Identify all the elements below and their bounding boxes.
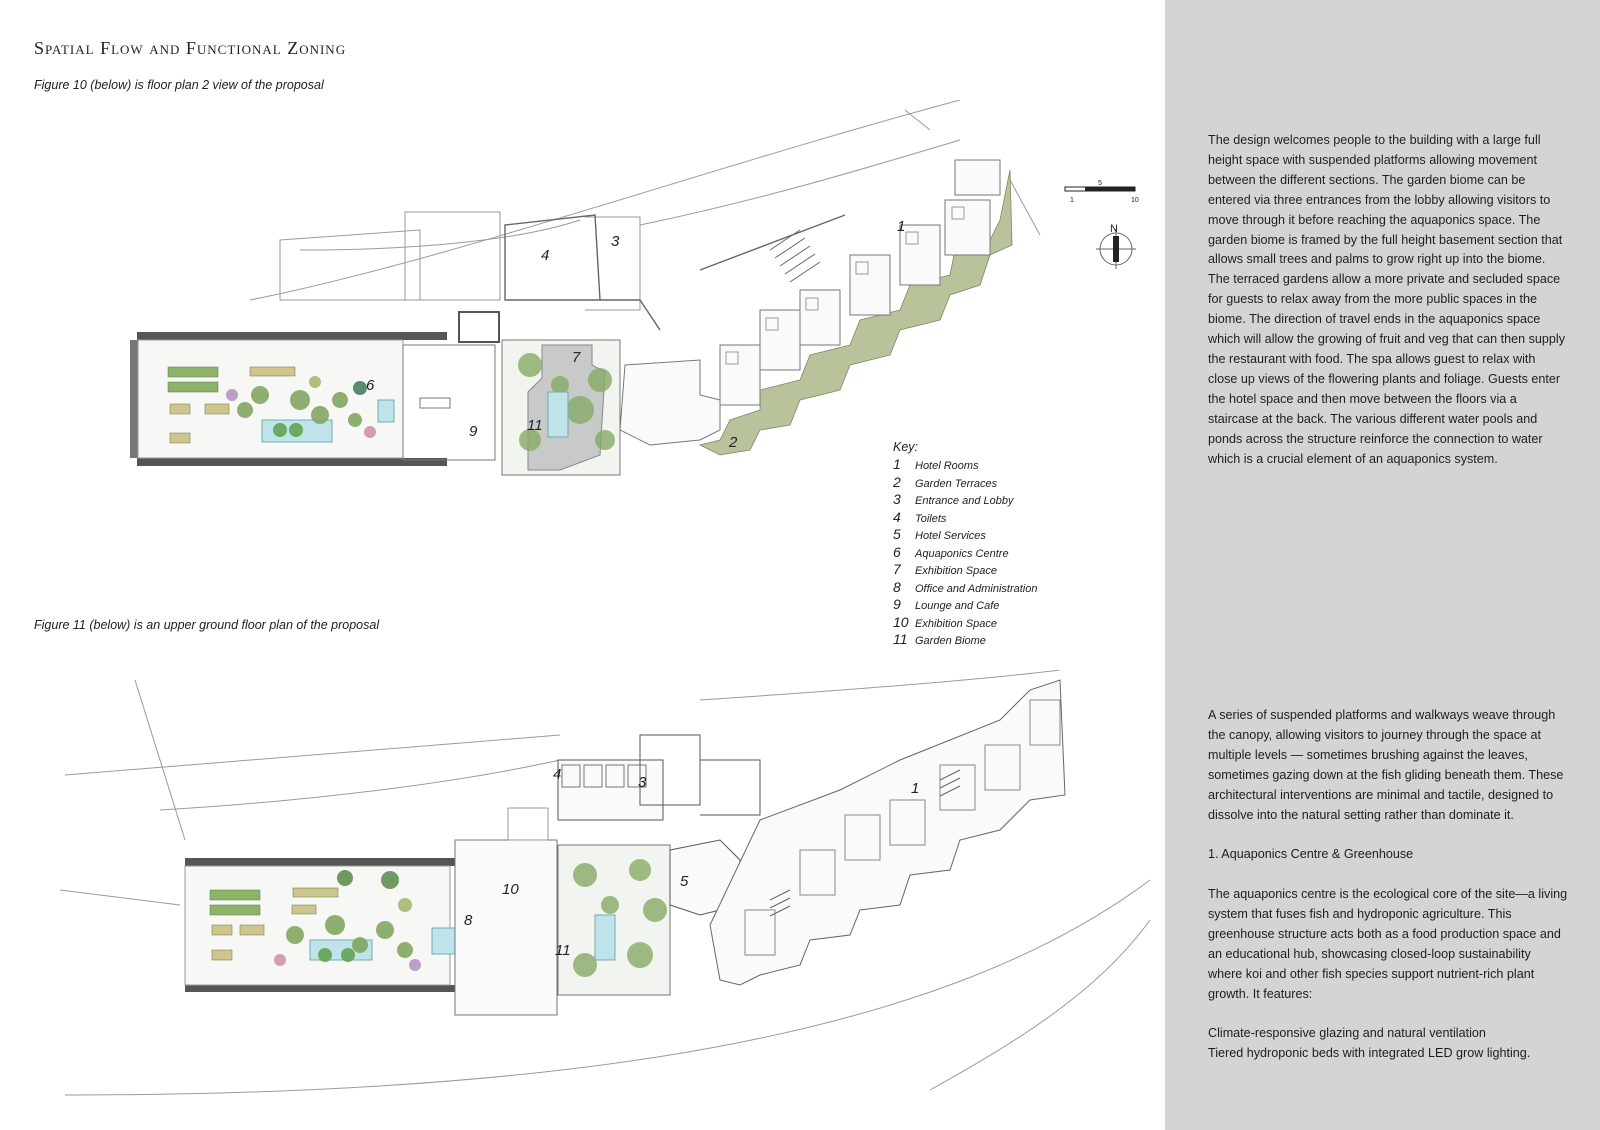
- scale-label-10: 10: [1131, 197, 1139, 204]
- key-item: 9 Lounge and Cafe: [893, 596, 1113, 614]
- zone-label-10-lower: 10: [502, 881, 519, 898]
- key-item: 7 Exhibition Space: [893, 561, 1113, 579]
- figure10-caption: Figure 10 (below) is floor plan 2 view o…: [34, 78, 324, 92]
- key-number: 10: [893, 613, 909, 630]
- scale-label-1: 1: [1070, 197, 1074, 204]
- key-number: 3: [893, 491, 901, 507]
- platforms-paragraph: A series of suspended platforms and walk…: [1208, 708, 1564, 822]
- zone-label-3-lower: 3: [638, 774, 647, 791]
- north-arrow-icon: N: [1096, 223, 1136, 269]
- key-item: 5 Hotel Services: [893, 526, 1113, 544]
- key-label: Entrance and Lobby: [915, 495, 1014, 507]
- key-item: 11 Garden Biome: [893, 631, 1113, 649]
- key-item: 2 Garden Terraces: [893, 474, 1113, 492]
- zone-label-1-lower: 1: [911, 780, 919, 797]
- key-label: Aquaponics Centre: [915, 547, 1009, 560]
- scale-bar: 1 5 10: [1064, 180, 1139, 204]
- key-label: Toilets: [915, 512, 947, 525]
- zone-label-7: 7: [572, 349, 581, 366]
- feature-item: Tiered hydroponic beds with integrated L…: [1208, 1046, 1531, 1061]
- wall-north: [137, 332, 447, 340]
- feature-item: Climate-responsive glazing and natural v…: [1208, 1026, 1486, 1041]
- sidebar-text-top: The design welcomes people to the buildi…: [1208, 131, 1568, 469]
- planting-cluster: [226, 376, 376, 438]
- key-item: 3 Entrance and Lobby: [893, 491, 1113, 509]
- zone-label-5-lower: 5: [680, 873, 689, 890]
- intro-paragraph: The design welcomes people to the buildi…: [1208, 133, 1566, 466]
- upper-ground-floor-plan: 1 3 4 5 8 10 11: [59, 670, 1151, 1096]
- key-title: Key:: [893, 440, 919, 454]
- aquaponics-paragraph: The aquaponics centre is the ecological …: [1208, 887, 1568, 1001]
- zone-label-3: 3: [611, 233, 620, 250]
- key-item: 10 Exhibition Space: [893, 614, 1113, 632]
- key-label: Lounge and Cafe: [915, 600, 1000, 612]
- figure11-caption: Figure 11 (below) is an upper ground flo…: [34, 618, 380, 632]
- wall-south: [137, 458, 447, 466]
- garden-terraces: [698, 169, 1013, 456]
- key-label: Garden Terraces: [915, 477, 998, 490]
- zone-label-4: 4: [541, 247, 549, 264]
- key-label: Exhibition Space: [915, 565, 997, 577]
- key-number: 4: [893, 508, 901, 525]
- key-number: 11: [893, 631, 908, 647]
- key-label: Exhibition Space: [915, 617, 997, 630]
- zone-label-9: 9: [469, 423, 478, 440]
- key-item: 8 Office and Administration: [893, 579, 1113, 597]
- zone-label-11-lower: 11: [555, 942, 571, 959]
- scale-label-5: 5: [1098, 180, 1102, 187]
- key-label: Office and Administration: [915, 582, 1038, 595]
- key-number: 1: [893, 456, 901, 472]
- floor-plan-2: 1 5 10 N 1 2 3 4 6 7 9 11: [130, 100, 1139, 476]
- page-title: Spatial Flow and Functional Zoning: [34, 38, 347, 58]
- key-number: 7: [893, 561, 901, 577]
- section-heading: 1. Aquaponics Centre & Greenhouse: [1208, 847, 1414, 862]
- key-number: 2: [893, 473, 901, 490]
- key-item: 6 Aquaponics Centre: [893, 544, 1113, 562]
- plan-key: Key: 1 Hotel Rooms 2 Garden Terraces 3 Entr…: [893, 440, 1113, 649]
- key-number: 9: [893, 596, 901, 612]
- zone-label-4-lower: 4: [553, 766, 561, 783]
- key-label: Hotel Services: [915, 530, 986, 542]
- sidebar-text-bottom: A series of suspended platforms and walk…: [1208, 706, 1568, 1064]
- zone-label-8-lower: 8: [464, 912, 473, 929]
- key-number: 6: [893, 543, 901, 560]
- zone-label-2: 2: [728, 434, 738, 451]
- key-number: 5: [893, 526, 901, 542]
- key-label: Garden Biome: [915, 635, 986, 647]
- key-number: 8: [893, 578, 901, 595]
- key-label: Hotel Rooms: [915, 460, 979, 472]
- key-item: 4 Toilets: [893, 509, 1113, 527]
- key-item: 1 Hotel Rooms: [893, 456, 1113, 474]
- north-label: N: [1110, 223, 1118, 235]
- sidebar-panel: [1165, 0, 1600, 1130]
- zone-label-1: 1: [897, 218, 905, 235]
- zone-label-11: 11: [527, 417, 543, 434]
- zone-label-6: 6: [366, 377, 375, 394]
- hydroponic-beds: [167, 366, 296, 444]
- hydroponic-beds-lower: [209, 887, 339, 961]
